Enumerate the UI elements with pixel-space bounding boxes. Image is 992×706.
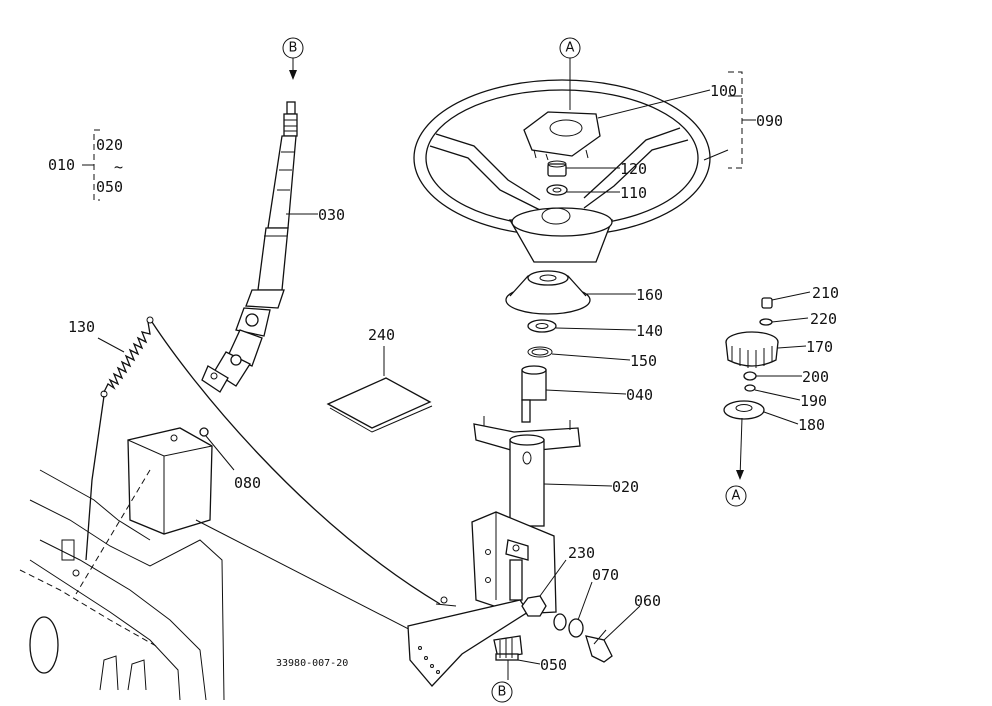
washer-070: 070 <box>553 566 619 638</box>
label-090: 090 <box>756 112 783 130</box>
column-bracket <box>471 511 557 615</box>
label-160: 160 <box>636 286 663 304</box>
joint-050: 050 <box>493 635 567 680</box>
ref-a-bottom-letter: A <box>732 489 741 504</box>
tractor-frame <box>19 469 225 701</box>
label-110: 110 <box>620 184 647 202</box>
nut-230: 230 <box>521 544 595 617</box>
label-140: 140 <box>636 322 663 340</box>
steering-column-020: 020 <box>473 399 639 527</box>
screw-210: 210 <box>761 284 839 309</box>
washer-190: 190 <box>744 384 827 410</box>
label-240: 240 <box>368 326 395 344</box>
ref-b-top-letter: B <box>289 41 298 56</box>
label-020-range: 020 <box>96 136 123 154</box>
reference-a-bottom: A <box>725 485 747 507</box>
label-050: 050 <box>540 656 567 674</box>
label-220: 220 <box>810 310 837 328</box>
seat-180: 180 <box>723 400 825 480</box>
reference-b-bottom: B <box>491 681 513 703</box>
figure-code: 33980-007-20 <box>276 658 348 669</box>
label-070: 070 <box>592 566 619 584</box>
label-130: 130 <box>68 318 95 336</box>
label-200: 200 <box>802 368 829 386</box>
steering-wheel-090: 100 090 <box>413 71 783 263</box>
label-050-range: 050 <box>96 178 123 196</box>
label-180: 180 <box>798 416 825 434</box>
label-210: 210 <box>812 284 839 302</box>
boot-160: 160 <box>505 270 663 315</box>
ref-a-top-letter: A <box>566 41 575 56</box>
bracket-080: 080 <box>127 427 431 641</box>
label-020: 020 <box>612 478 639 496</box>
label-150: 150 <box>630 352 657 370</box>
label-120: 120 <box>620 160 647 178</box>
label-230: 230 <box>568 544 595 562</box>
washer-220: 220 <box>759 310 837 328</box>
reference-a-top: A <box>559 37 581 110</box>
nut-200: 200 <box>743 368 829 386</box>
reference-b-top: B <box>282 37 304 80</box>
tilde-symbol: ~ <box>114 158 123 176</box>
label-170: 170 <box>806 338 833 356</box>
decal-sheet-240: 240 <box>326 326 433 433</box>
label-040: 040 <box>626 386 653 404</box>
washer-110: 110 <box>546 184 647 202</box>
collar-040: 040 <box>521 365 653 404</box>
spring-130: 130 <box>68 316 441 605</box>
label-190: 190 <box>800 392 827 410</box>
label-060: 060 <box>634 592 661 610</box>
label-080: 080 <box>234 474 261 492</box>
bushing-140: 140 <box>527 319 663 340</box>
label-030: 030 <box>318 206 345 224</box>
label-010: 010 <box>48 156 75 174</box>
label-100: 100 <box>710 82 737 100</box>
pedal-plate <box>407 596 529 687</box>
snap-ring-150: 150 <box>527 346 657 370</box>
bolt-060: 060 <box>585 592 661 663</box>
assembly-group-010: 010 020 ~ 050 <box>48 129 123 201</box>
knob-170: 170 <box>725 331 833 368</box>
steering-shaft-030: 030 <box>201 101 345 393</box>
nut-120: 120 <box>547 160 647 178</box>
ref-b-bottom-letter: B <box>498 685 507 700</box>
